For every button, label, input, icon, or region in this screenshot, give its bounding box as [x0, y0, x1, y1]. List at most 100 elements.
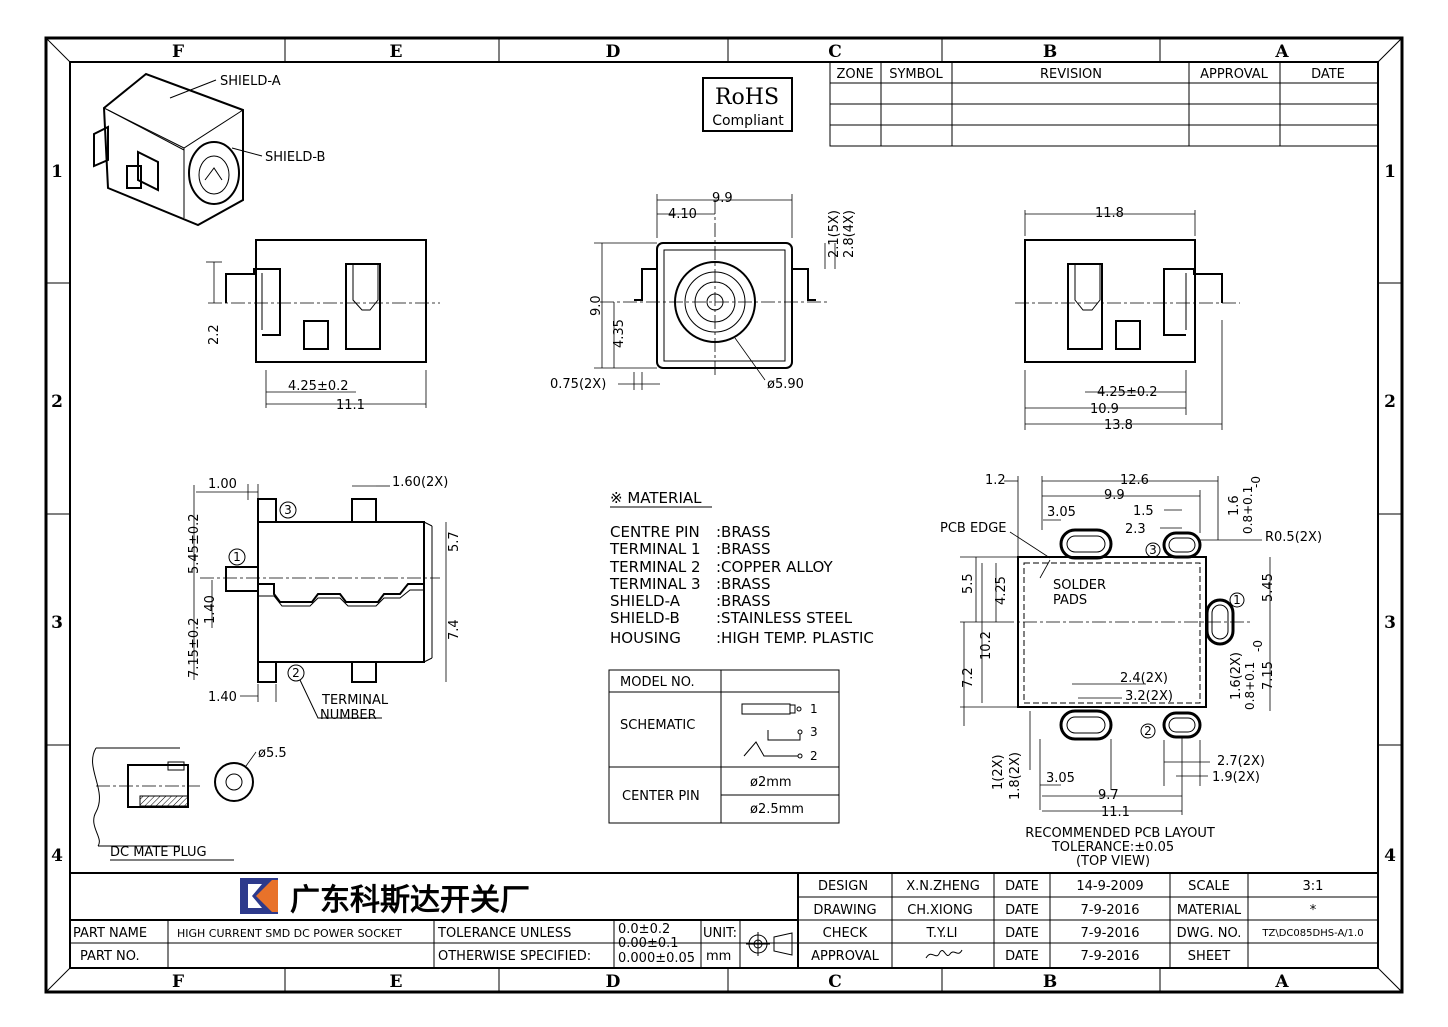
- tb-name-drawing: CH.XIONG: [907, 903, 973, 918]
- top-view: 1.00 1.60(2X) 5.45±0.2 7.15±0.2 1.40 5.7…: [187, 475, 462, 723]
- dim-front-right-10-9: 10.9: [1090, 402, 1119, 417]
- schematic-pin-3: 3: [810, 725, 818, 739]
- pcb-dim-5-5: 5.5: [961, 573, 976, 594]
- material-value-4: :BRASS: [716, 575, 770, 593]
- tb-key-material: MATERIAL: [1177, 903, 1242, 918]
- material-name-2: TERMINAL 1: [609, 540, 701, 558]
- dim-end-4-10: 4.10: [668, 207, 697, 222]
- part-no-label: PART NO.: [80, 949, 140, 964]
- pcb-dim-5-45: 5.45: [1261, 573, 1276, 602]
- rohs-subtitle: Compliant: [712, 113, 784, 129]
- pcb-dim-1-6: 1.6: [1227, 495, 1242, 516]
- zone-top-C: C: [828, 42, 842, 62]
- pcb-dim-3-2: 3.2(2X): [1125, 689, 1173, 704]
- pcb-dim-3-05b: 3.05: [1046, 771, 1075, 786]
- tb-datelabel-drawing: DATE: [1005, 903, 1039, 918]
- pcb-caption-1: RECOMMENDED PCB LAYOUT: [1025, 826, 1215, 841]
- pcb-dim-3-05: 3.05: [1047, 505, 1076, 520]
- zone-right-1: 1: [1384, 162, 1396, 182]
- tb-role-drawing: DRAWING: [813, 903, 876, 918]
- rev-header-revision: REVISION: [1040, 67, 1102, 82]
- dim-top-1-00: 1.00: [208, 477, 237, 492]
- pcb-layout: 12.6 1.2 9.9 1.5 3.05 2.3 1.6 0.8+0.1 -0…: [940, 473, 1322, 869]
- unit-value: mm: [706, 949, 731, 964]
- tb-val-scale: 3:1: [1303, 879, 1324, 894]
- pcb-solder-1: SOLDER: [1053, 578, 1106, 593]
- tb-date-check: 7-9-2016: [1080, 926, 1139, 941]
- projection-symbol-icon: [746, 932, 793, 956]
- dim-end-2-1: 2.1(5X): [827, 210, 842, 258]
- dim-top-5-7: 5.7: [447, 531, 462, 552]
- material-value-2: :BRASS: [716, 540, 770, 558]
- terminal-label-1: TERMINAL: [321, 693, 389, 708]
- company-name: 广东科斯达开关厂: [290, 883, 530, 918]
- schematic-label: SCHEMATIC: [620, 718, 695, 733]
- dim-end-9-9: 9.9: [712, 191, 733, 206]
- material-title: ※ MATERIAL: [610, 489, 702, 507]
- model-no-label: MODEL NO.: [620, 675, 695, 690]
- center-pin-label: CENTER PIN: [622, 789, 700, 804]
- dim-end-2-8: 2.8(4X): [842, 210, 857, 258]
- zone-bottom-F: F: [172, 972, 184, 992]
- pcb-dim-4-25: 4.25: [994, 576, 1009, 605]
- pcb-balloon-1: 1: [1233, 593, 1241, 607]
- center-pin-option-1: ø2mm: [750, 775, 792, 790]
- plug-dim-5-5: ø5.5: [258, 746, 287, 761]
- zone-left-1: 1: [51, 162, 63, 182]
- pcb-balloon-3: 3: [1149, 543, 1157, 557]
- dim-end-0-75: 0.75(2X): [550, 377, 606, 392]
- tb-role-approval: APPROVAL: [811, 949, 880, 964]
- material-value-7: :HIGH TEMP. PLASTIC: [716, 629, 874, 647]
- schematic-pin-2: 2: [810, 749, 818, 763]
- part-name-value: HIGH CURRENT SMD DC POWER SOCKET: [177, 927, 402, 940]
- revision-table: ZONE SYMBOL REVISION APPROVAL DATE: [829, 61, 1379, 147]
- tb-key-sheet: SHEET: [1188, 949, 1230, 964]
- dim-end-9-0: 9.0: [589, 295, 604, 316]
- zone-left-3: 3: [51, 613, 63, 633]
- pcb-dim-12-6: 12.6: [1120, 473, 1149, 488]
- inner-frame: [69, 61, 1379, 969]
- zone-bottom-E: E: [390, 972, 403, 992]
- material-name-7: HOUSING: [610, 629, 681, 647]
- zone-bottom-D: D: [606, 972, 621, 992]
- dim-top-7-4: 7.4: [447, 619, 462, 640]
- dim-front-left-2-2: 2.2: [207, 324, 222, 345]
- model-table: MODEL NO. SCHEMATIC 1 3 2 CENTER PIN ø2m…: [608, 669, 840, 824]
- pcb-dim-2-3: 2.3: [1125, 522, 1146, 537]
- tb-val-material: *: [1310, 903, 1317, 918]
- zone-labels: F E D C B A F E D C B A 1 2 3 4 1 2 3 4: [51, 42, 1396, 992]
- pcb-dim-2-4: 2.4(2X): [1120, 671, 1168, 686]
- tolerance-label-1: TOLERANCE UNLESS: [437, 926, 571, 941]
- dim-front-right-13-8: 13.8: [1104, 418, 1133, 433]
- iso-label-shield-a: SHIELD-A: [220, 74, 281, 89]
- dim-front-left-4-25: 4.25±0.2: [288, 379, 349, 394]
- tb-role-check: CHECK: [823, 926, 868, 941]
- tb-name-check: T.Y.LI: [925, 926, 957, 941]
- dim-top-5-45: 5.45±0.2: [187, 513, 202, 574]
- tb-key-scale: SCALE: [1188, 879, 1230, 894]
- rohs-title: RoHS: [715, 85, 779, 110]
- material-value-3: :COPPER ALLOY: [716, 558, 834, 576]
- plug-label: DC MATE PLUG: [110, 845, 207, 860]
- front-view-right: 11.8 4.25±0.2 10.9 13.8: [1015, 206, 1240, 433]
- tb-name-design: X.N.ZHENG: [906, 879, 980, 894]
- material-value-5: :BRASS: [716, 592, 770, 610]
- pcb-dim-0-8-b: 0.8+0.1: [1243, 662, 1257, 710]
- rev-header-date: DATE: [1311, 67, 1345, 82]
- tolerance-label-2: OTHERWISE SPECIFIED:: [438, 949, 591, 964]
- zone-top-B: B: [1043, 42, 1057, 62]
- dim-front-right-4-25: 4.25±0.2: [1097, 385, 1158, 400]
- terminal-label-2: NUMBER: [320, 708, 377, 723]
- material-name-1: CENTRE PIN: [610, 523, 700, 541]
- rohs-badge: RoHS Compliant: [702, 77, 793, 132]
- tb-role-design: DESIGN: [818, 879, 868, 894]
- zone-top-D: D: [606, 42, 621, 62]
- material-list: ※ MATERIAL CENTRE PIN :BRASS TERMINAL 1 …: [609, 489, 874, 647]
- dc-mate-plug: ø5.5 DC MATE PLUG: [92, 746, 287, 861]
- pcb-dim-0-8-tol-b: -0: [1249, 476, 1263, 488]
- pcb-dim-9-9: 9.9: [1104, 488, 1125, 503]
- zone-top-A: A: [1274, 42, 1289, 62]
- top-balloon-1: 1: [233, 550, 241, 564]
- pcb-dim-7-15: 7.15: [1261, 661, 1276, 690]
